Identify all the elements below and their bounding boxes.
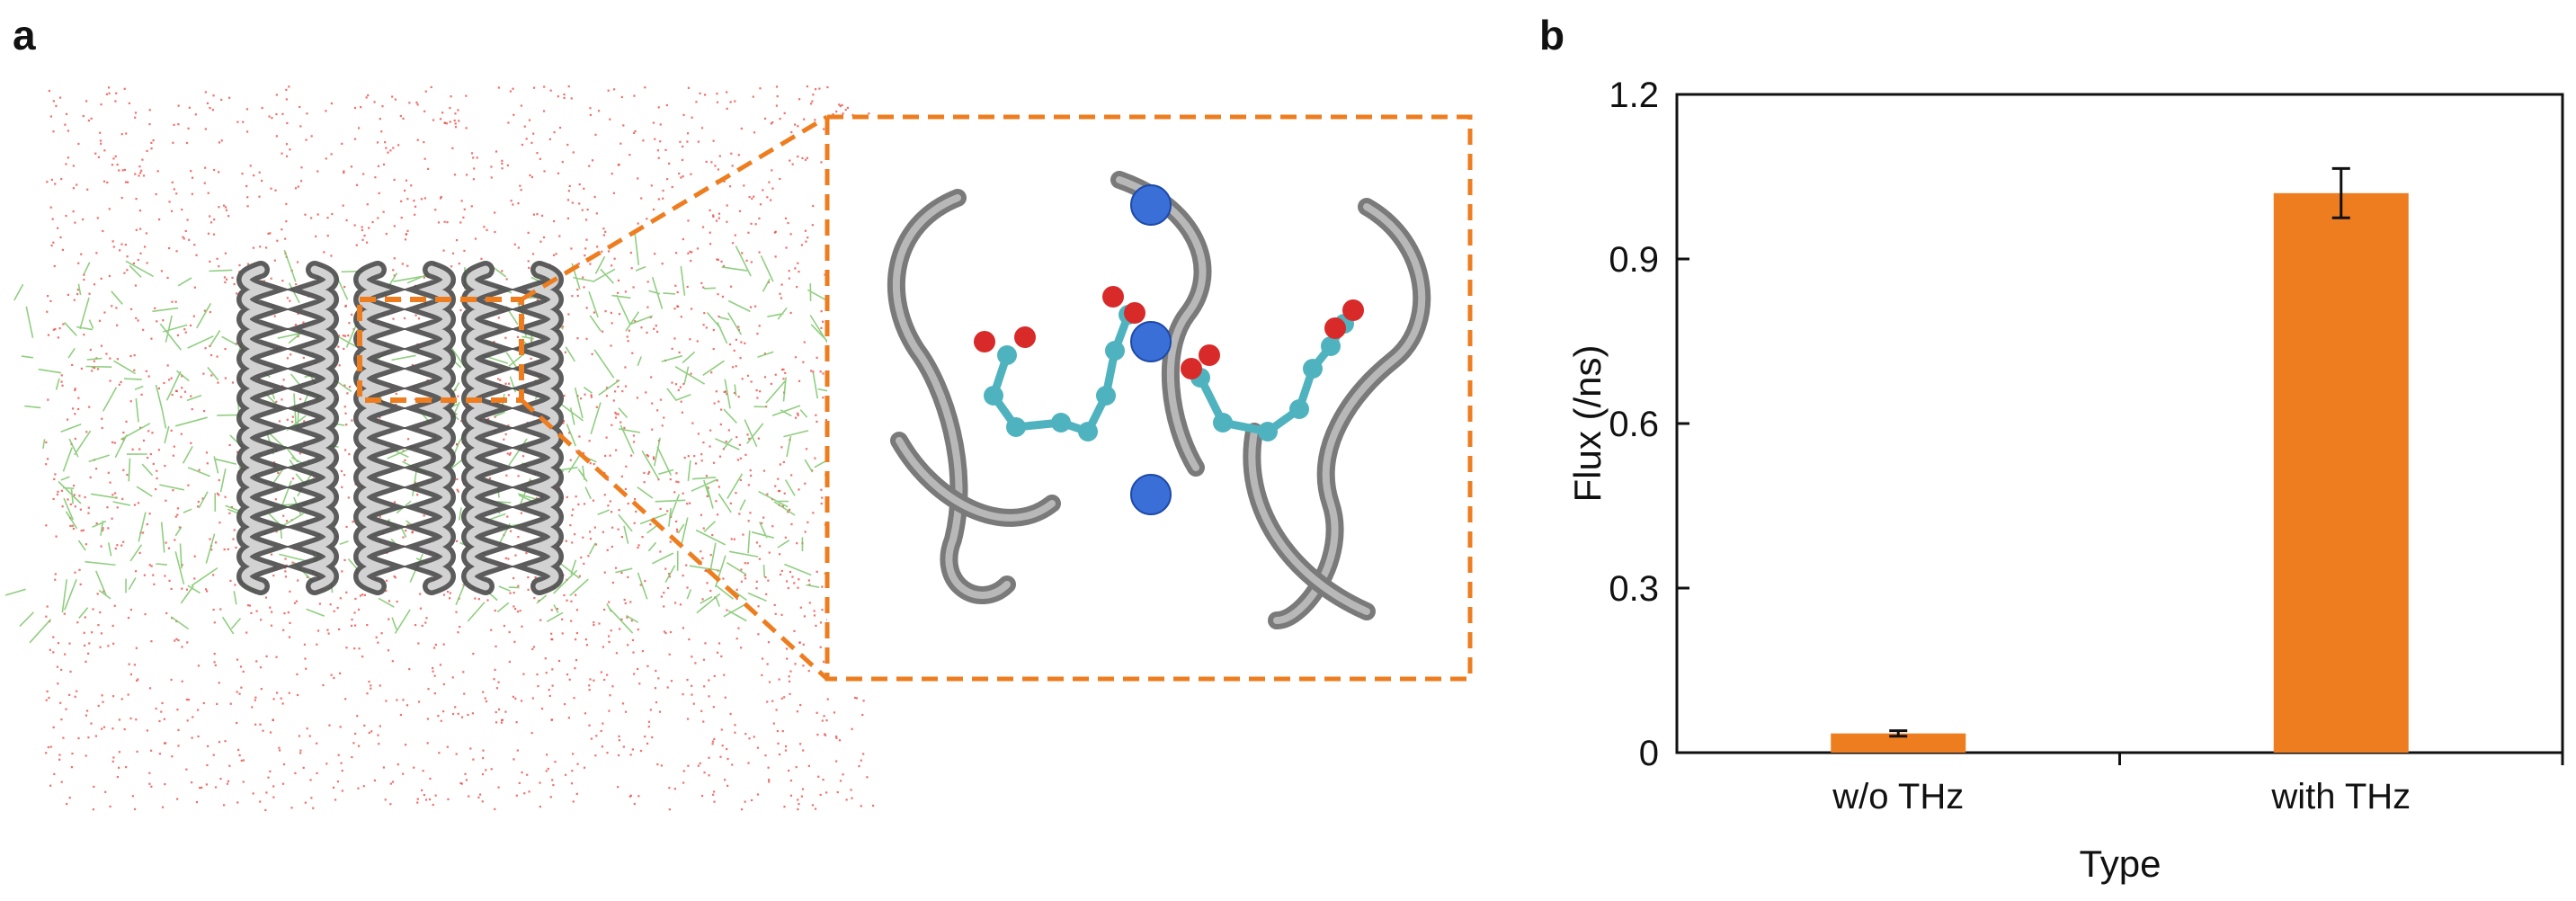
- x-axis-ticks: w/o THz with THz: [1832, 753, 2564, 816]
- molecular-system-illustration: [4, 85, 1473, 812]
- bar: [1831, 733, 1966, 753]
- ion-icon: [1130, 321, 1172, 362]
- y-tick-label: 0.3: [1609, 569, 1659, 609]
- ion-icon: [1130, 474, 1172, 515]
- panel-b-label: b: [1539, 12, 1565, 58]
- panel-a-label: a: [13, 12, 36, 58]
- selectivity-filter-zoom: [887, 171, 1431, 629]
- y-tick-label: 0: [1639, 734, 1659, 773]
- y-tick-label: 0.6: [1609, 405, 1659, 444]
- flux-bar-chart: 0 0.3 0.6 0.9 1.2 w/o THz with THz Flux (/ns)…: [1566, 76, 2564, 885]
- zoom-line-bottom: [520, 398, 829, 681]
- x-tick-label: with THz: [2270, 777, 2411, 816]
- plot-frame: [1675, 93, 2564, 754]
- y-tick-label: 0.9: [1609, 240, 1659, 280]
- bar-series: [1831, 166, 2409, 754]
- y-axis-ticks: 0 0.3 0.6 0.9 1.2: [1609, 76, 1689, 773]
- y-tick-label: 1.2: [1609, 76, 1659, 115]
- water-box: [45, 85, 875, 812]
- zoom-source-box: [357, 297, 524, 403]
- x-axis-title: Type: [2079, 843, 2161, 885]
- protein-helices: [236, 261, 564, 595]
- zoom-line-top: [520, 114, 829, 302]
- ion-icon: [1130, 184, 1172, 226]
- bar: [2273, 192, 2409, 754]
- x-tick-label: w/o THz: [1832, 777, 1964, 816]
- y-axis-title: Flux (/ns): [1566, 344, 1609, 502]
